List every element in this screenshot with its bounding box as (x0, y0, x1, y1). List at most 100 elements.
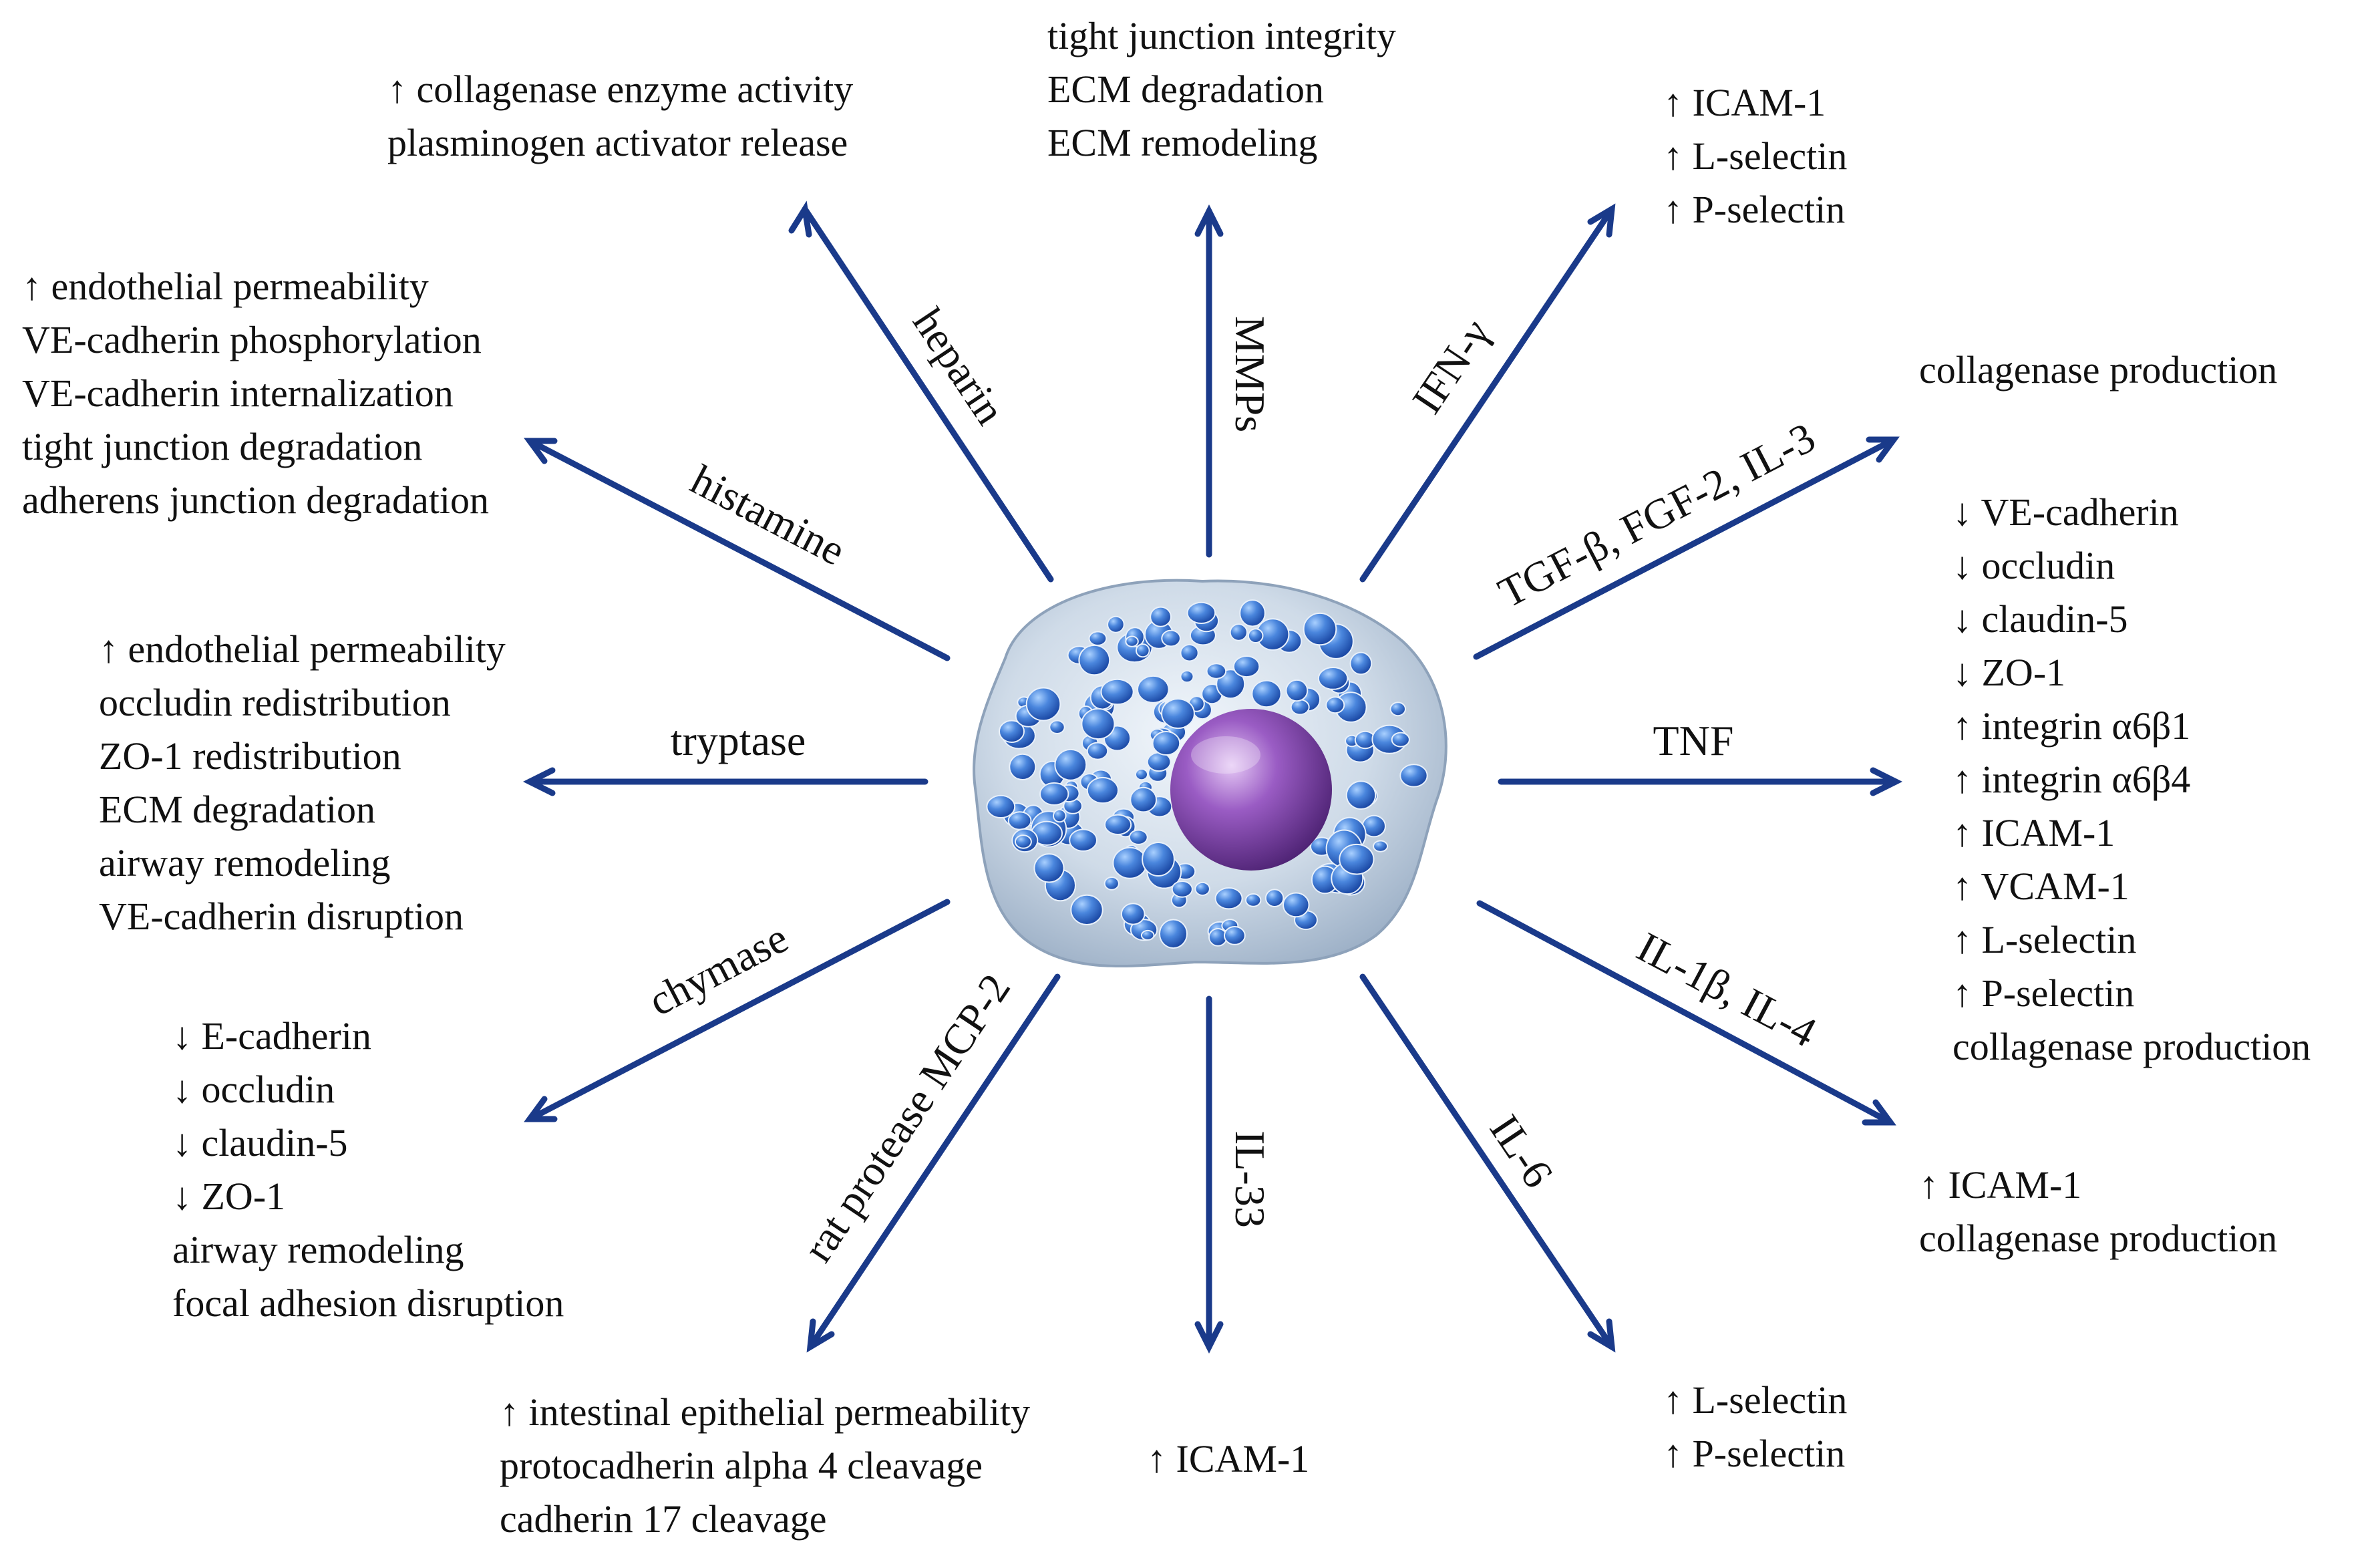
granule (1186, 601, 1216, 625)
effects-il-1beta: ↑ ICAM-1 collagenase production (1919, 1163, 2277, 1260)
granule (1053, 808, 1067, 823)
nucleus-highlight (1191, 736, 1260, 774)
nucleus (1170, 709, 1332, 871)
effect-tryptase-2: occludin redistribution (99, 681, 451, 724)
effect-il-33-1: ↑ ICAM-1 (1147, 1437, 1309, 1481)
effects-il-33: ↑ ICAM-1 (1147, 1437, 1309, 1481)
mast-cell-icon (973, 579, 1448, 968)
granule (1180, 670, 1194, 683)
arrow-heparin (802, 206, 1054, 583)
effect-mcp-2-3: cadherin 17 cleavage (500, 1497, 827, 1541)
arrowhead-il-6 (1587, 1318, 1616, 1353)
effect-ifn-gamma-2: ↑ L-selectin (1663, 134, 1847, 178)
effect-tnf-5: ↑ integrin α6β1 (1952, 704, 2190, 748)
spoke-chymase: chymase ↓ E-cadherin ↓ occludin ↓ claudi… (172, 899, 951, 1325)
mediator-label-tryptase: tryptase (671, 717, 806, 764)
effect-mcp-2-2: protocadherin alpha 4 cleavage (500, 1444, 983, 1487)
granule (1054, 748, 1087, 781)
arrowhead-heparin (788, 200, 812, 238)
granule (1194, 881, 1210, 897)
effect-tnf-8: ↑ VCAM-1 (1952, 865, 2130, 908)
granule (1107, 615, 1125, 633)
spoke-ifn-gamma: IFN-γ ↑ ICAM-1 ↑ L-selectin ↑ P-selectin (1359, 81, 1847, 583)
effects-heparin: ↑ collagenase enzyme activity plasminoge… (387, 67, 853, 164)
mediator-label-il-33: IL-33 (1226, 1130, 1274, 1228)
arrowhead-mcp-2 (806, 1318, 835, 1353)
granule (1339, 843, 1375, 875)
arrowhead-histamine (524, 438, 558, 464)
granule (1349, 651, 1373, 675)
granule (1389, 702, 1407, 717)
granule (1159, 919, 1188, 949)
granules (986, 599, 1428, 949)
granule (999, 720, 1025, 744)
mediator-label-mmps: MMPs (1226, 316, 1274, 432)
arrowhead-il-33 (1194, 1321, 1224, 1354)
effect-chymase-4: ↓ ZO-1 (172, 1175, 285, 1218)
mediator-label-il-6: IL-6 (1481, 1106, 1562, 1196)
granule (1081, 708, 1116, 740)
effect-il-1beta-1: ↑ ICAM-1 (1919, 1163, 2081, 1207)
arrow-tgf-beta (1473, 436, 1897, 660)
granule (1214, 887, 1243, 910)
effects-mmps: tight junction integrity ECM degradation… (1047, 14, 1396, 164)
granule (1285, 679, 1309, 702)
effect-tnf-1: ↓ VE-cadherin (1952, 490, 2179, 534)
granule (1180, 643, 1199, 662)
granule (1049, 720, 1065, 735)
arrow-chymase (526, 899, 951, 1122)
granule (1086, 776, 1120, 804)
effect-histamine-2: VE-cadherin phosphorylation (22, 318, 482, 361)
mediator-label-tnf: TNF (1653, 717, 1734, 764)
effect-chymase-1: ↓ E-cadherin (172, 1014, 371, 1058)
granule (1137, 675, 1170, 704)
arrow-il-1beta (1476, 900, 1894, 1126)
granule (1007, 811, 1032, 830)
arrow-histamine (526, 438, 951, 661)
effect-tryptase-4: ECM degradation (99, 788, 375, 831)
spoke-mcp-2: rat protease MCP-2 ↑ intestinal epitheli… (500, 965, 1061, 1541)
spoke-mmps: MMPs tight junction integrity ECM degrad… (1047, 14, 1396, 558)
effects-tnf: ↓ VE-cadherin ↓ occludin ↓ claudin-5 ↓ Z… (1952, 490, 2311, 1068)
granule (1161, 629, 1181, 647)
spoke-il-33: IL-33 ↑ ICAM-1 (1147, 995, 1309, 1481)
granule (1264, 889, 1285, 907)
effects-mcp-2: ↑ intestinal epithelial permeability pro… (500, 1390, 1030, 1541)
effects-ifn-gamma: ↑ ICAM-1 ↑ L-selectin ↑ P-selectin (1663, 81, 1847, 231)
effect-chymase-2: ↓ occludin (172, 1068, 335, 1111)
effect-histamine-4: tight junction degradation (22, 425, 422, 468)
granule (1232, 655, 1260, 678)
granule (1125, 635, 1139, 647)
arrowhead-il-1beta (1862, 1099, 1896, 1126)
effect-tryptase-5: airway remodeling (99, 841, 390, 885)
arrowhead-tgf-beta (1866, 436, 1900, 463)
granule (1078, 644, 1111, 676)
granule (1303, 612, 1337, 646)
spoke-tnf: TNF ↓ VE-cadherin ↓ occludin ↓ claudin-5… (1498, 490, 2311, 1068)
effect-chymase-3: ↓ claudin-5 (172, 1121, 348, 1164)
granule (1100, 678, 1134, 706)
granule (1283, 892, 1310, 918)
effect-mcp-2-1: ↑ intestinal epithelial permeability (500, 1390, 1030, 1434)
spoke-histamine: histamine ↑ endothelial permeability VE-… (22, 265, 951, 661)
arrowhead-mmps (1194, 204, 1224, 237)
effect-tnf-4: ↓ ZO-1 (1952, 651, 2065, 694)
effects-il-6: ↑ L-selectin ↑ P-selectin (1663, 1378, 1847, 1475)
effect-ifn-gamma-1: ↑ ICAM-1 (1663, 81, 1826, 124)
effect-tnf-2: ↓ occludin (1952, 544, 2115, 587)
granule (1120, 903, 1146, 925)
effect-tnf-11: collagenase production (1952, 1025, 2311, 1068)
granule (1373, 840, 1389, 852)
arrowhead-tryptase (522, 767, 556, 796)
effect-il-6-1: ↑ L-selectin (1663, 1378, 1847, 1422)
granule (1290, 699, 1310, 716)
effects-tryptase: ↑ endothelial permeability occludin redi… (99, 627, 506, 938)
effect-chymase-5: airway remodeling (172, 1228, 464, 1271)
granule (1161, 698, 1195, 730)
effect-tgf-beta-1: collagenase production (1919, 348, 2277, 392)
arrowhead-tnf (1870, 767, 1903, 796)
granule (1014, 834, 1032, 849)
effect-il-6-2: ↑ P-selectin (1663, 1432, 1845, 1475)
effect-mmps-2: ECM degradation (1047, 67, 1324, 111)
